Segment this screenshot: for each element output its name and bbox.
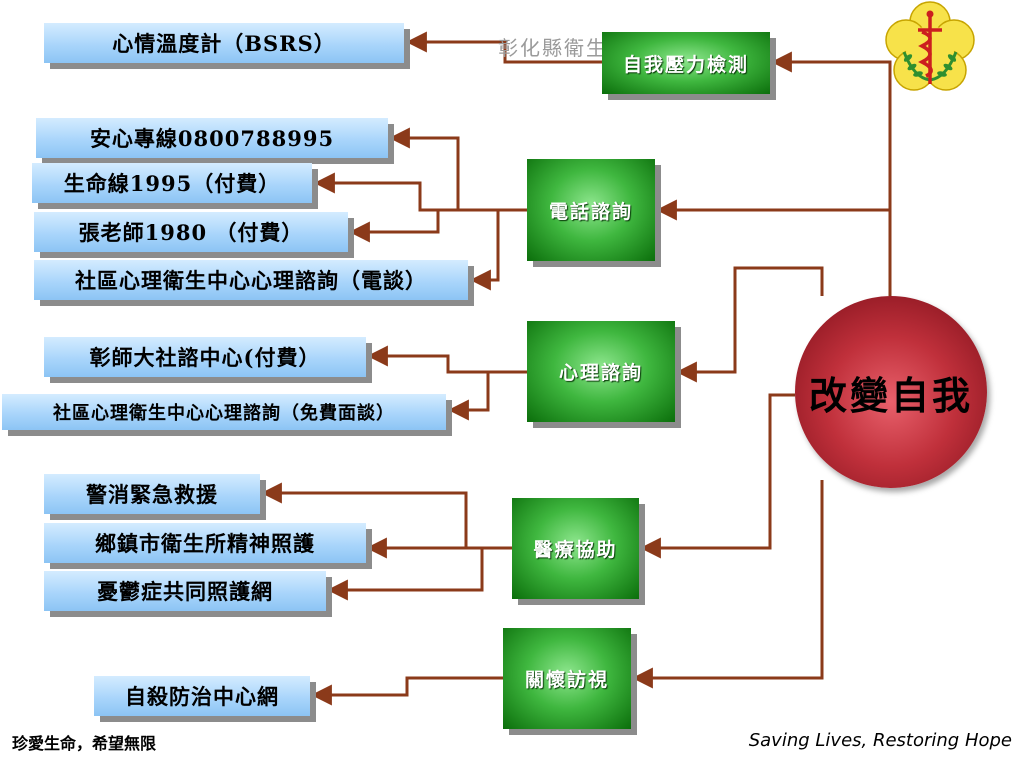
resource-anxin-hotline[interactable]: 安心專線0800788995 bbox=[36, 118, 388, 158]
center-node-change-self[interactable]: 改變自我 bbox=[795, 296, 987, 488]
resource-lifeline[interactable]: 生命線1995（付費） bbox=[32, 163, 312, 203]
resource-depression-net[interactable]: 憂鬱症共同照護網 bbox=[44, 571, 326, 611]
category-phone-consult[interactable]: 電話諮詢 bbox=[527, 159, 655, 261]
resource-suicide-center[interactable]: 自殺防治中心網 bbox=[94, 676, 310, 716]
line-care-to-suicide bbox=[310, 676, 503, 706]
category-care-visit[interactable]: 關懷訪視 bbox=[503, 628, 631, 729]
line-phone-to-lifeline bbox=[313, 172, 458, 212]
line-psych-to-ncue bbox=[366, 345, 527, 374]
line-medical-to-police bbox=[260, 482, 512, 550]
resource-community-face[interactable]: 社區心理衛生中心心理諮詢（免費面談） bbox=[2, 394, 446, 430]
category-psych-consult[interactable]: 心理諮詢 bbox=[527, 321, 675, 422]
footer-slogan-english: Saving Lives, Restoring Hope bbox=[748, 730, 1012, 751]
line-center-to-stress-test bbox=[770, 51, 892, 296]
resource-ncue-center[interactable]: 彰師大社諮中心(付費） bbox=[44, 337, 366, 377]
resource-teacher-zhang[interactable]: 張老師1980 （付費） bbox=[34, 212, 348, 252]
resource-community-phone[interactable]: 社區心理衛生中心心理諮詢（電談） bbox=[34, 260, 468, 300]
line-phone-to-community bbox=[469, 210, 500, 291]
line-stress-to-bsrs bbox=[405, 31, 602, 64]
category-medical-assist[interactable]: 醫療協助 bbox=[512, 498, 639, 599]
line-center-to-medical bbox=[639, 393, 795, 559]
resource-township-health[interactable]: 鄉鎮市衛生所精神照護 bbox=[44, 523, 366, 563]
line-medical-to-depression bbox=[326, 548, 484, 601]
line-phone-to-anxin bbox=[388, 127, 527, 212]
line-psych-to-community-face bbox=[447, 372, 490, 421]
resource-bsrs[interactable]: 心情溫度計（BSRS） bbox=[44, 23, 404, 63]
category-stress-test[interactable]: 自我壓力檢測 bbox=[602, 32, 770, 94]
footer-slogan-chinese: 珍愛生命，希望無限 bbox=[12, 734, 157, 753]
health-bureau-logo bbox=[885, 1, 975, 91]
line-center-to-care bbox=[631, 480, 824, 689]
resource-police-fire[interactable]: 警消緊急救援 bbox=[44, 474, 260, 514]
line-phone-to-teacher bbox=[348, 208, 458, 243]
line-center-to-psych bbox=[675, 266, 824, 383]
